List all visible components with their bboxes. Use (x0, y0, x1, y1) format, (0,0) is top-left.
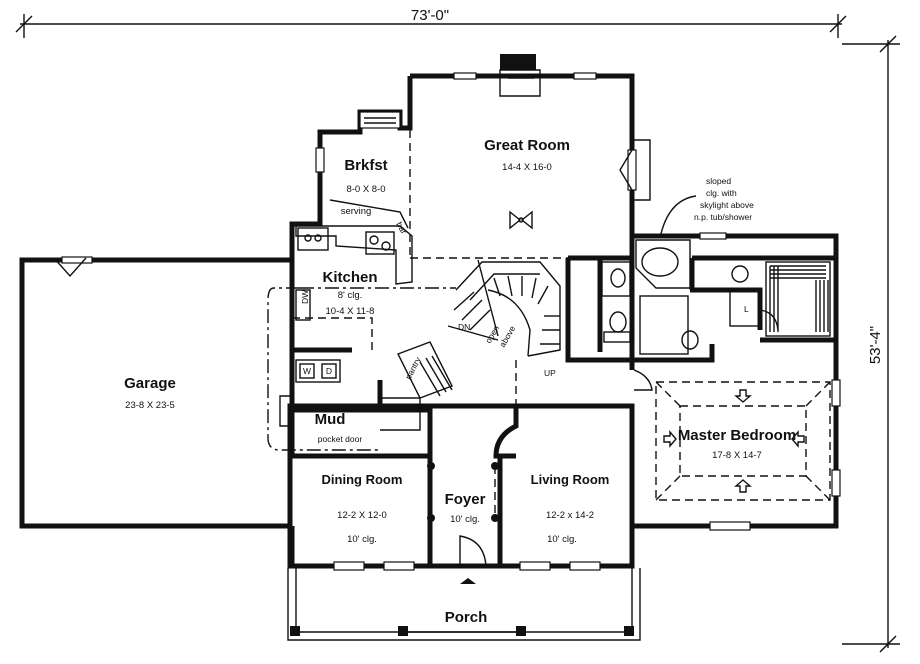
living-room-label: Living Room (531, 472, 610, 487)
open-to-above-lines (409, 130, 633, 406)
pantry-label: pantry (403, 355, 423, 381)
kitchen-label: Kitchen (322, 269, 377, 286)
bath-note-line-2: clg. with (706, 188, 737, 198)
kitchen-ceiling-line (267, 287, 380, 451)
great-room-side-window (619, 139, 651, 201)
depth-dimension: 53'-4" (842, 35, 900, 653)
staircase (447, 259, 561, 357)
garage-label: Garage (124, 375, 176, 392)
master-closet (759, 261, 831, 337)
fireplace (499, 54, 541, 97)
bath-fixtures (601, 239, 761, 355)
windows (61, 72, 841, 571)
bath-note-leader (659, 195, 697, 239)
bath-note-line-4: n.p. tub/shower (694, 212, 752, 222)
pantry (397, 341, 453, 399)
mud-label: Mud (315, 411, 346, 428)
dining-room-label: Dining Room (322, 472, 403, 487)
garage-door-marker (53, 257, 87, 278)
mud-closet (380, 397, 421, 431)
great-room-label: Great Room (484, 137, 570, 154)
washer-label: W (303, 366, 311, 376)
dw-label: DW (300, 290, 310, 304)
above-label: above (497, 324, 517, 349)
kitchen-counters (292, 199, 413, 383)
living-room-size: 12-2 x 14-2 (546, 510, 594, 521)
bath-note-line-3: skylight above (700, 200, 754, 210)
brkfst-size: 8-0 X 8-0 (346, 184, 385, 195)
porch-label: Porch (445, 609, 488, 626)
foyer-label: Foyer (445, 491, 486, 508)
master-bedroom-size: 17-8 X 14-7 (712, 450, 762, 461)
closet-mark: L (744, 304, 749, 314)
garage-entry-door (279, 395, 290, 427)
serving-label: serving (341, 206, 372, 217)
stairs-down-label: DN (458, 322, 470, 332)
width-dimension: 73'-0" (15, 7, 847, 38)
dining-room-size: 12-2 X 12-0 (337, 510, 387, 521)
great-room-size: 14-4 X 16-0 (502, 162, 552, 173)
width-dimension-label: 73'-0" (411, 7, 449, 24)
living-room-ceiling: 10' clg. (547, 534, 577, 545)
dryer-label: D (326, 366, 332, 376)
ceiling-fan (509, 210, 533, 230)
bar-label: bar (394, 220, 409, 236)
kitchen-ceiling: 8' clg. (338, 290, 363, 301)
brkfst-label: Brkfst (344, 157, 387, 174)
pocket-door-label: pocket door (318, 434, 363, 444)
brkfst-bay (359, 111, 401, 129)
master-bedroom-label: Master Bedroom (678, 427, 796, 444)
foyer-columns (427, 462, 499, 522)
dining-room-ceiling: 10' clg. (347, 534, 377, 545)
depth-dimension-label: 53'-4" (867, 326, 884, 364)
porch-structure (287, 568, 641, 641)
master-tray-ceiling (655, 381, 831, 501)
garage-size: 23-8 X 23-5 (125, 400, 175, 411)
bath-note-line-1: sloped (706, 176, 731, 186)
master-door-swing (633, 369, 653, 391)
front-door-swing (459, 535, 487, 567)
foyer-ceiling: 10' clg. (450, 514, 480, 525)
stairs-up-label: UP (544, 368, 556, 378)
kitchen-size: 10-4 X 11-8 (326, 306, 375, 317)
